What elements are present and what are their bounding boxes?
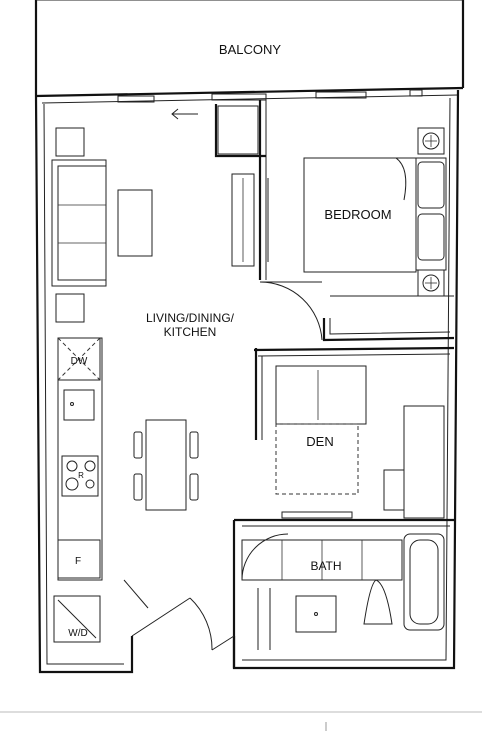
washer-dryer: W/D <box>53 595 101 643</box>
range: R <box>61 455 99 497</box>
closet <box>217 105 259 155</box>
fridge: F <box>57 539 101 579</box>
bath-label: BATH <box>310 559 341 573</box>
living-furniture <box>51 127 153 323</box>
den <box>275 365 445 519</box>
fridge-label: F <box>75 556 81 567</box>
kitchen-counter: DW R F <box>57 337 103 581</box>
den-label: DEN <box>306 434 333 449</box>
bedroom-door <box>259 281 323 341</box>
balcony-label: BALCONY <box>219 42 281 57</box>
window-wall <box>35 86 464 104</box>
interior-walls <box>214 100 455 668</box>
nightstand-top <box>417 127 445 155</box>
balcony: BALCONY <box>34 0 465 96</box>
washer-dryer-label: W/D <box>68 628 87 639</box>
bath <box>241 533 445 650</box>
bed <box>303 127 447 297</box>
sink <box>63 389 95 421</box>
bedroom-label: BEDROOM <box>324 207 391 222</box>
exterior-walls <box>34 89 460 674</box>
dining-table <box>133 419 199 511</box>
living-label-2: KITCHEN <box>164 325 217 339</box>
living-label-1: LIVING/DINING/ <box>146 311 235 325</box>
entry-doors <box>123 579 235 651</box>
bedroom-closet <box>231 173 269 267</box>
range-label: R <box>78 471 84 480</box>
dishwasher-label: DW <box>71 356 88 367</box>
dishwasher: DW <box>57 337 101 381</box>
nightstand-bottom <box>417 269 445 297</box>
left-arrow-icon <box>171 108 198 120</box>
